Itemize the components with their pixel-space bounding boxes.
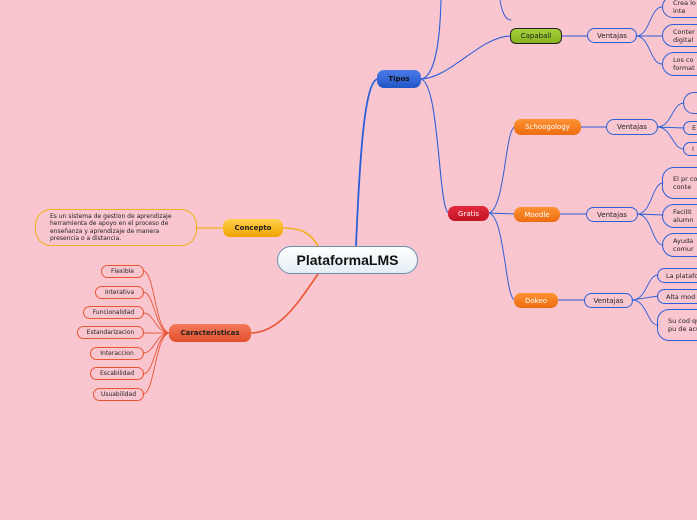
link-root-tipos — [355, 78, 379, 247]
caract-item-interaccion[interactable]: Interaccion — [90, 347, 144, 360]
link-gratis-children — [487, 126, 516, 301]
caract-item-usuabilidad[interactable]: Usuabilidad — [93, 388, 144, 401]
capaball-leaf-1[interactable]: Crea lo la inte — [662, 0, 697, 18]
link-caract-items — [142, 270, 171, 395]
moodle-leaf-3[interactable]: Ayuda comur — [662, 233, 697, 257]
caracteristicas-node[interactable]: Caracteristicas — [169, 324, 251, 342]
dokeo-node[interactable]: Dokeo — [514, 293, 558, 308]
schoology-node[interactable]: Schoogology — [514, 119, 581, 135]
caract-item-flexible[interactable]: Flexible — [101, 265, 144, 278]
schoology-ventajas[interactable]: Ventajas — [606, 119, 658, 135]
gratis-node[interactable]: Gratis — [448, 206, 489, 221]
caract-item-interativa[interactable]: Interativa — [95, 286, 144, 299]
schoology-leaf-1[interactable] — [683, 92, 697, 114]
capaball-leaf-3[interactable]: Los co format — [662, 52, 697, 76]
moodle-node[interactable]: Moodle — [514, 207, 560, 222]
link-tipos-gratis — [419, 78, 450, 214]
link-tipos-capaball — [419, 35, 512, 80]
capaball-leaf-2[interactable]: Conter digital — [662, 24, 697, 47]
caract-item-escabilidad[interactable]: Escabilidad — [90, 367, 144, 380]
root-node[interactable]: PlataformaLMS — [277, 246, 418, 274]
link-capaball-leaves — [635, 6, 663, 65]
link-dokeo-leaves — [631, 274, 659, 326]
schoology-leaf-3[interactable]: I — [683, 142, 697, 156]
caract-item-estandarizacion[interactable]: Estandarizacion — [77, 326, 144, 339]
caract-item-funcionalidad[interactable]: Funcionalidad — [83, 306, 144, 319]
capaball-node[interactable]: Capaball — [510, 28, 562, 44]
concepto-description: Es un sistema de gestion de aprendizaje … — [35, 209, 197, 246]
tipos-node[interactable]: Tipos — [377, 70, 421, 88]
dokeo-leaf-2[interactable]: Alta mod — [657, 289, 697, 304]
link-top-stub — [499, 0, 512, 21]
moodle-leaf-1[interactable]: El pr contr conte — [662, 167, 697, 199]
dokeo-leaf-1[interactable]: La platafo — [657, 268, 697, 283]
link-root-caracteristicas — [249, 273, 319, 334]
moodle-leaf-2[interactable]: Facilit alumn — [662, 204, 697, 228]
link-tipos-up — [419, 0, 442, 80]
dokeo-ventajas[interactable]: Ventajas — [584, 293, 633, 308]
link-moodle-leaves — [636, 182, 664, 246]
link-root-concepto — [281, 227, 319, 247]
link-schoology-leaves — [656, 102, 685, 150]
schoology-leaf-2[interactable]: E — [683, 121, 697, 135]
concepto-node[interactable]: Concepto — [223, 219, 283, 237]
moodle-ventajas[interactable]: Ventajas — [586, 207, 638, 222]
capaball-ventajas[interactable]: Ventajas — [587, 28, 637, 43]
dokeo-leaf-3[interactable]: Su cod que pu de acu — [657, 309, 697, 341]
